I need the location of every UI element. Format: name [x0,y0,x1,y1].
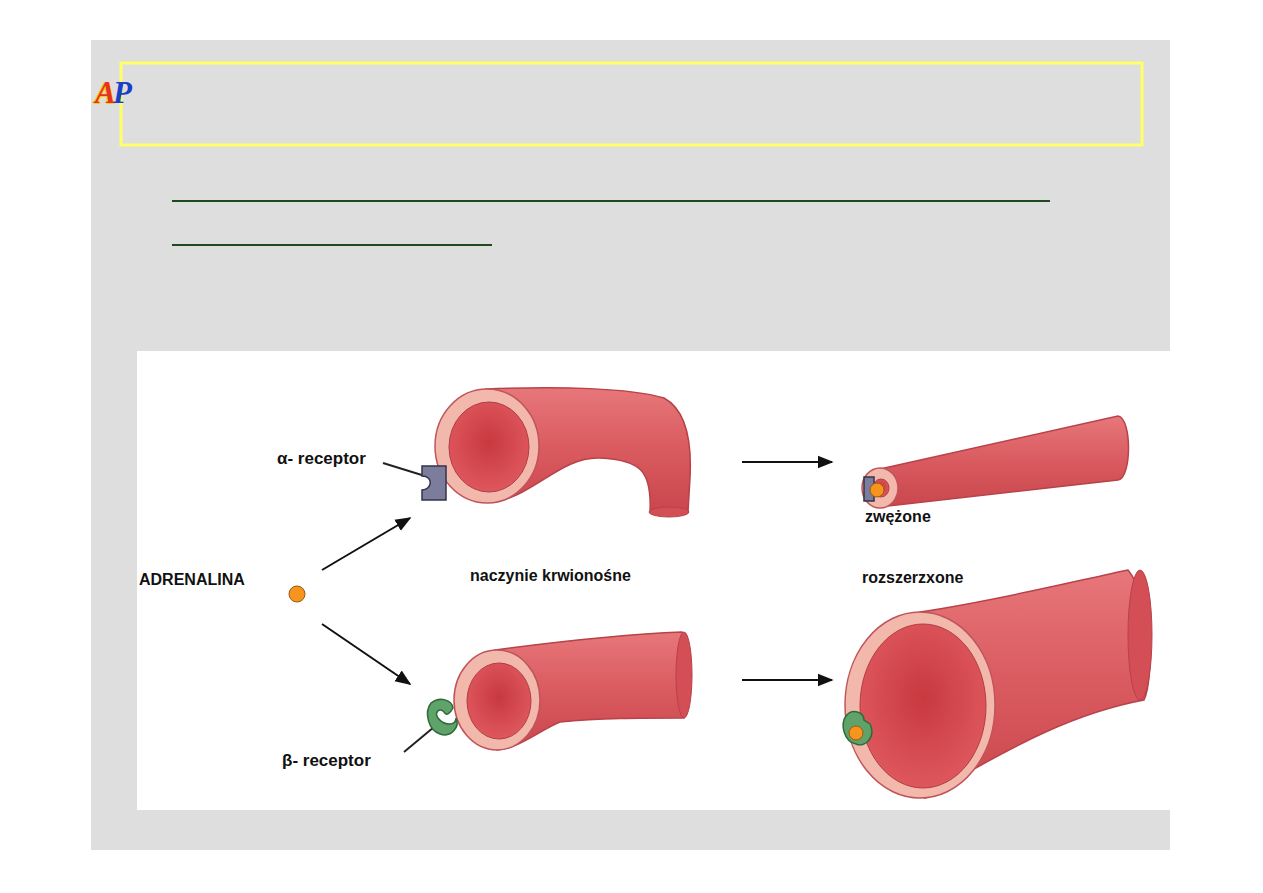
constricted-vessel [862,416,1129,508]
alpha-receptor [383,463,446,500]
blood-vessel [454,632,692,750]
figure-panel [137,351,1170,810]
text-underline [172,244,492,246]
arrow [322,624,410,684]
logo-letter: A [95,76,116,110]
blood-vessel [435,388,690,517]
arrow [742,461,832,463]
receptor-label: β- receptor [282,752,371,771]
dilated-vessel [843,570,1152,798]
substance-label: ADRENALINA [139,571,245,589]
logo-letter: P [113,76,132,110]
title-box [121,63,1142,145]
beta-receptor [404,699,457,752]
arrow [742,679,832,681]
arrow [322,518,410,570]
slide-ground [91,40,1170,850]
text-underline [172,200,1050,202]
state-label: rozszerzxone [862,569,963,587]
state-label: zwężone [865,508,931,526]
vessel-label: naczynie krwionośne [470,567,631,585]
adrenaline-dot [289,586,305,602]
receptor-label: α- receptor [277,450,366,469]
